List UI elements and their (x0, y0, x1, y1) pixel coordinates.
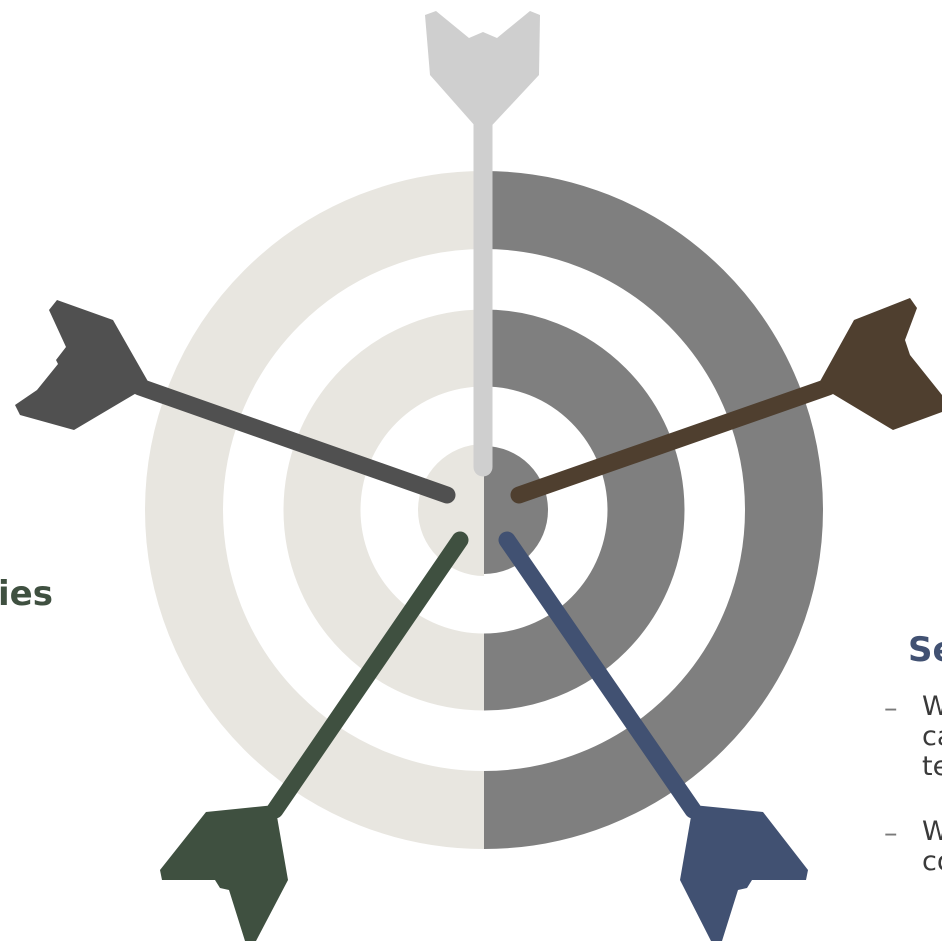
middle-ring-left (283, 309, 484, 711)
right-heading-fragment: Se (908, 630, 942, 670)
middle-ring-right (484, 309, 685, 711)
outer-ring-right (484, 171, 823, 849)
bullet-dash-1: – (884, 693, 898, 724)
outer-ring-left (145, 171, 484, 849)
arrow-right (510, 298, 942, 504)
bullet-1-line-3: te (922, 751, 942, 782)
arrow-bottom-left (160, 531, 469, 941)
left-heading-fragment: ies (0, 574, 53, 614)
arrow-top (425, 11, 540, 477)
bullet-1-line-1: W (922, 691, 942, 722)
arrow-bottom-right (498, 531, 808, 941)
bullet-1-line-2: ca (922, 721, 942, 752)
arrow-left (15, 300, 456, 504)
bullet-dash-2: – (884, 818, 898, 849)
bullet-2-line-1: W (922, 816, 942, 847)
bullet-2-line-2: co (922, 846, 942, 877)
